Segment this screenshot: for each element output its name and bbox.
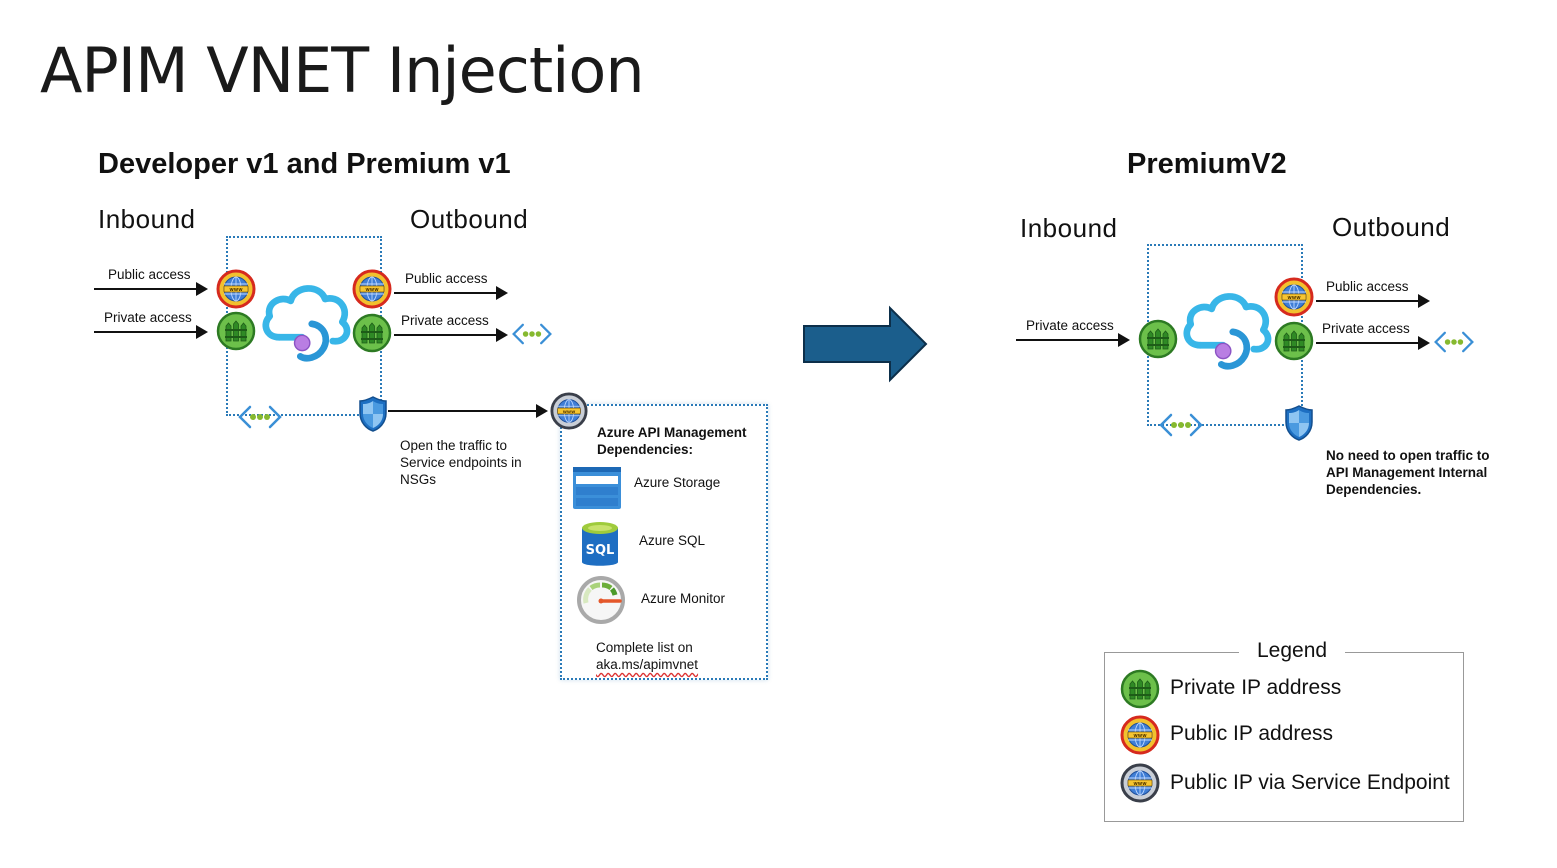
left-outbound-public-arrow (394, 286, 508, 300)
left-section-heading: Developer v1 and Premium v1 (98, 148, 511, 180)
right-outbound-heading: Outbound (1332, 212, 1451, 242)
page-title: APIM VNET Injection (40, 34, 645, 107)
left-outbound-heading: Outbound (410, 204, 529, 234)
public-ip-icon (216, 269, 256, 309)
dependencies-heading-line: Dependencies: (597, 442, 694, 457)
right-inbound-heading: Inbound (1020, 213, 1118, 243)
dependencies-footer: Complete list on aka.ms/apimvnet (596, 639, 698, 673)
api-management-cloud-icon (258, 278, 354, 364)
right-outbound-public-label: Public access (1326, 279, 1409, 294)
premiumv2-note-line: Dependencies. (1326, 482, 1422, 497)
vnet-icon (236, 403, 284, 431)
nsg-note-line: Open the traffic to (400, 438, 508, 453)
right-section-heading: PremiumV2 (1127, 148, 1287, 180)
dependency-label: Azure Monitor (641, 591, 726, 606)
left-inbound-public-label: Public access (108, 267, 191, 282)
apimvnet-link[interactable]: aka.ms/apimvnet (596, 657, 699, 672)
left-inbound-heading: Inbound (98, 204, 196, 234)
right-outbound-private-label: Private access (1322, 321, 1410, 336)
private-ip-icon (1120, 669, 1160, 709)
vnet-icon (1432, 329, 1476, 355)
dependency-label: Azure SQL (639, 533, 706, 548)
left-outbound-private-label: Private access (401, 313, 489, 328)
legend-item-label: Public IP via Service Endpoint (1170, 771, 1450, 794)
right-inbound-private-label: Private access (1026, 318, 1114, 333)
public-ip-icon (352, 269, 392, 309)
vnet-icon (510, 321, 554, 347)
legend-title: Legend (1239, 639, 1346, 663)
vnet-icon (1157, 411, 1205, 439)
nsg-note-line: NSGs (400, 472, 437, 487)
dependency-label: Azure Storage (634, 475, 721, 490)
api-management-cloud-icon (1179, 286, 1275, 372)
service-endpoint-ip-icon (550, 392, 588, 430)
dependencies-heading: Azure API Management Dependencies: (597, 424, 747, 458)
left-outbound-private-arrow (394, 328, 508, 342)
premiumv2-note-line: API Management Internal (1326, 465, 1488, 480)
left-outbound-public-label: Public access (405, 271, 488, 286)
public-ip-icon (1274, 277, 1314, 317)
nsg-shield-icon (357, 395, 389, 433)
private-ip-icon (216, 311, 256, 351)
nsg-note-line: Service endpoints in (400, 455, 522, 470)
private-ip-icon (1138, 319, 1178, 359)
dependencies-heading-line: Azure API Management (597, 425, 747, 440)
left-inbound-private-label: Private access (104, 310, 192, 325)
public-ip-icon (1120, 715, 1160, 755)
left-inbound-private-arrow (94, 325, 208, 339)
dependencies-box (560, 404, 768, 680)
premiumv2-note-line: No need to open traffic to (1326, 448, 1490, 463)
azure-monitor-icon (576, 575, 626, 625)
dependencies-footer-text: Complete list on (596, 640, 693, 655)
service-endpoint-arrow (388, 404, 548, 418)
azure-sql-icon (580, 520, 620, 570)
premiumv2-note: No need to open traffic to API Managemen… (1326, 447, 1506, 498)
private-ip-icon (352, 313, 392, 353)
right-arrow-icon (803, 305, 928, 383)
service-endpoint-ip-icon (1120, 763, 1160, 803)
left-inbound-public-arrow (94, 282, 208, 296)
azure-storage-icon (572, 466, 622, 510)
nsg-note: Open the traffic to Service endpoints in… (400, 437, 550, 488)
nsg-shield-icon (1283, 404, 1315, 442)
right-inbound-private-arrow (1016, 333, 1130, 347)
private-ip-icon (1274, 321, 1314, 361)
right-outbound-private-arrow (1316, 336, 1430, 350)
legend-item-label: Private IP address (1170, 676, 1342, 699)
right-outbound-public-arrow (1316, 294, 1430, 308)
legend-item-label: Public IP address (1170, 722, 1334, 745)
